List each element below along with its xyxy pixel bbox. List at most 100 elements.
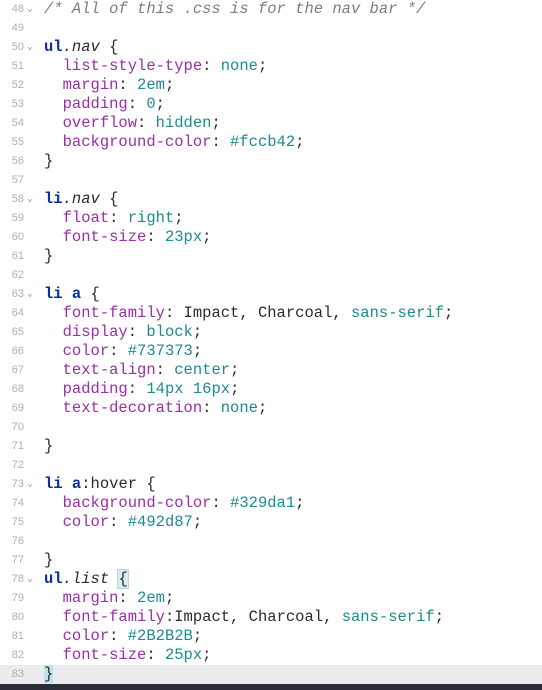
code-line[interactable]: 66 color: #737373; [0, 342, 542, 361]
code-line[interactable]: 80 font-family:Impact, Charcoal, sans-se… [0, 608, 542, 627]
code-token-val: sans-serif [350, 304, 444, 322]
code-content[interactable]: color: #492d87; [36, 513, 542, 532]
code-content[interactable]: ul.nav { [36, 38, 542, 57]
code-content[interactable]: background-color: #329da1; [36, 494, 542, 513]
chevron-down-icon[interactable]: ⌄ [27, 4, 33, 14]
code-content[interactable]: li a:hover { [36, 475, 542, 494]
code-line[interactable]: 62 [0, 266, 542, 285]
code-line[interactable]: 82 font-size: 25px; [0, 646, 542, 665]
line-number: 57 [11, 174, 24, 186]
code-line[interactable]: 58⌄li.nav { [0, 190, 542, 209]
code-line[interactable]: 77} [0, 551, 542, 570]
chevron-down-icon[interactable]: ⌄ [27, 42, 33, 52]
code-token-tag: ul [44, 570, 63, 588]
code-token-val: 23px [164, 228, 203, 246]
code-line[interactable]: 78⌄ul.list { [0, 569, 542, 589]
code-content[interactable]: font-family:Impact, Charcoal, sans-serif… [36, 608, 542, 627]
code-line[interactable]: 51 list-style-type: none; [0, 57, 542, 76]
code-line[interactable]: 75 color: #492d87; [0, 513, 542, 532]
line-number: 80 [11, 611, 24, 623]
code-line[interactable]: 61} [0, 247, 542, 266]
code-line[interactable]: 64 font-family: Impact, Charcoal, sans-s… [0, 304, 542, 323]
code-content[interactable]: margin: 2em; [36, 76, 542, 95]
code-content[interactable]: } [36, 152, 542, 171]
code-content[interactable]: } [36, 247, 542, 266]
code-line[interactable]: 81 color: #2B2B2B; [0, 627, 542, 646]
code-line[interactable]: 55 background-color: #fccb42; [0, 133, 542, 152]
code-line[interactable]: 54 overflow: hidden; [0, 114, 542, 133]
code-line[interactable]: 68 padding: 14px 16px; [0, 380, 542, 399]
code-token-val: #fccb42 [230, 133, 296, 151]
code-line[interactable]: 79 margin: 2em; [0, 589, 542, 608]
code-token-plain [44, 57, 63, 75]
code-content[interactable]: ul.list { [36, 569, 542, 589]
code-content[interactable]: li a { [36, 285, 542, 304]
code-content[interactable]: display: block; [36, 323, 542, 342]
code-token-punct: ; [444, 304, 454, 322]
chevron-down-icon[interactable]: ⌄ [27, 289, 33, 299]
code-line[interactable]: 67 text-align: center; [0, 361, 542, 380]
code-content[interactable]: font-size: 23px; [36, 228, 542, 247]
code-line[interactable]: 60 font-size: 23px; [0, 228, 542, 247]
code-content[interactable]: color: #737373; [36, 342, 542, 361]
code-content[interactable]: } [36, 665, 542, 684]
code-content[interactable]: background-color: #fccb42; [36, 133, 542, 152]
code-token-val: sans-serif [341, 608, 435, 626]
line-number: 64 [11, 307, 24, 319]
code-line[interactable]: 76 [0, 532, 542, 551]
code-content[interactable]: padding: 0; [36, 95, 542, 114]
code-line[interactable]: 69 text-decoration: none; [0, 399, 542, 418]
line-number: 53 [11, 98, 24, 110]
code-line[interactable]: 71} [0, 437, 542, 456]
code-token-punct: : [127, 323, 147, 341]
code-content[interactable]: color: #2B2B2B; [36, 627, 542, 646]
code-content[interactable]: float: right; [36, 209, 542, 228]
code-line[interactable]: 49 [0, 19, 542, 38]
code-line[interactable]: 52 margin: 2em; [0, 76, 542, 95]
code-token-val: #492d87 [127, 513, 193, 531]
code-content[interactable]: } [36, 437, 542, 456]
code-line[interactable]: 73⌄li a:hover { [0, 475, 542, 494]
line-number: 72 [11, 459, 24, 471]
code-token-tag: a [71, 475, 82, 493]
code-line[interactable]: 65 display: block; [0, 323, 542, 342]
chevron-down-icon[interactable]: ⌄ [27, 479, 33, 489]
chevron-down-icon[interactable]: ⌄ [27, 194, 33, 204]
code-line[interactable]: 56} [0, 152, 542, 171]
code-line[interactable]: 72 [0, 456, 542, 475]
code-content[interactable]: text-align: center; [36, 361, 542, 380]
code-line[interactable]: 74 background-color: #329da1; [0, 494, 542, 513]
code-content[interactable]: list-style-type: none; [36, 57, 542, 76]
code-content[interactable]: text-decoration: none; [36, 399, 542, 418]
code-content[interactable]: font-size: 25px; [36, 646, 542, 665]
code-token-prop: display [62, 323, 128, 341]
chevron-down-icon[interactable]: ⌄ [27, 574, 33, 584]
code-line[interactable]: 59 float: right; [0, 209, 542, 228]
code-content[interactable]: /* All of this .css is for the nav bar *… [36, 0, 542, 19]
line-number: 77 [11, 554, 24, 566]
code-token-punct: ; [295, 133, 305, 151]
code-content[interactable]: li.nav { [36, 190, 542, 209]
code-content[interactable]: } [36, 551, 542, 570]
code-line[interactable]: 57 [0, 171, 542, 190]
code-token-punct: : [109, 342, 128, 360]
code-content[interactable]: overflow: hidden; [36, 114, 542, 133]
code-content[interactable]: margin: 2em; [36, 589, 542, 608]
code-line[interactable]: 63⌄li a { [0, 285, 542, 304]
code-token-punct: ; [192, 323, 203, 341]
code-token-punct: : [109, 513, 128, 531]
code-line[interactable]: 53 padding: 0; [0, 95, 542, 114]
code-token-plain: Impact, Charcoal, [174, 608, 342, 626]
code-content[interactable]: font-family: Impact, Charcoal, sans-seri… [36, 304, 542, 323]
code-content[interactable]: padding: 14px 16px; [36, 380, 542, 399]
code-token-prop: background-color [62, 494, 212, 512]
code-line[interactable]: 83} [0, 665, 542, 684]
code-token-punct: ; [230, 361, 240, 379]
code-line[interactable]: 50⌄ul.nav { [0, 38, 542, 57]
code-line[interactable]: 70 [0, 418, 542, 437]
code-token-val: hidden [155, 114, 212, 132]
code-token-plain [44, 399, 63, 417]
code-token-plain [44, 589, 63, 607]
code-line[interactable]: 48⌄/* All of this .css is for the nav ba… [0, 0, 542, 19]
